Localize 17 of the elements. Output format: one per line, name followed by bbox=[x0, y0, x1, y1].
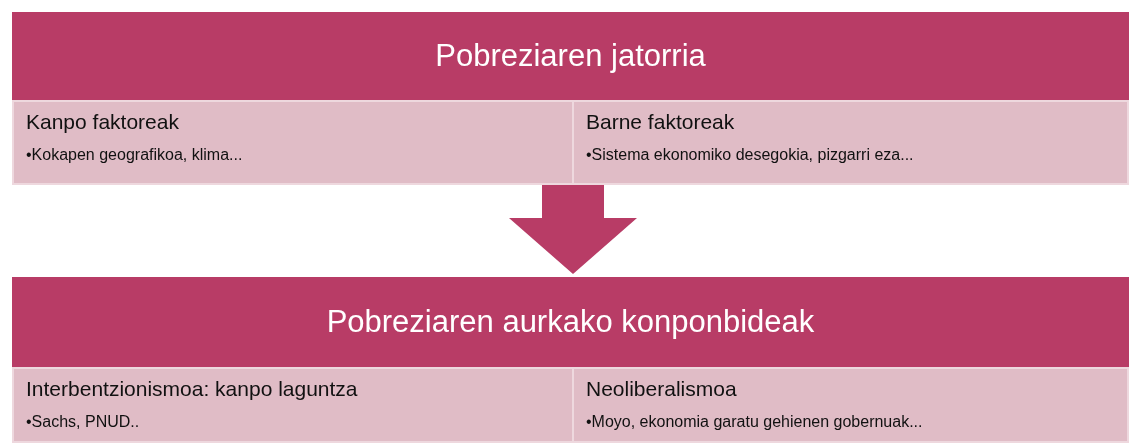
bullet-text: •Sistema ekonomiko desegokia, pizgarri eza... bbox=[586, 146, 915, 164]
band-title: Pobreziaren jatorria bbox=[435, 38, 706, 74]
factor-box bbox=[12, 367, 574, 443]
factor-box bbox=[572, 367, 1129, 443]
factor-heading: Interbentzionismoa: kanpo laguntza bbox=[26, 377, 359, 401]
factor-heading: Kanpo faktoreak bbox=[26, 110, 180, 134]
band-title: Pobreziaren aurkako konponbideak bbox=[326, 304, 815, 340]
heading-band bbox=[12, 277, 1129, 443]
heading-band bbox=[12, 12, 1129, 185]
factor-box bbox=[12, 100, 574, 185]
factor-heading: Barne faktoreak bbox=[586, 110, 736, 134]
factor-box bbox=[572, 100, 1129, 185]
factor-heading: Neoliberalismoa bbox=[586, 377, 738, 401]
bullet-text: •Moyo, ekonomia garatu gehienen gobernuak... bbox=[586, 413, 924, 431]
bullet-text: •Kokapen geografikoa, klima... bbox=[26, 146, 244, 164]
bullet-text: •Sachs, PNUD.. bbox=[26, 413, 141, 431]
block-arrow bbox=[509, 185, 637, 274]
